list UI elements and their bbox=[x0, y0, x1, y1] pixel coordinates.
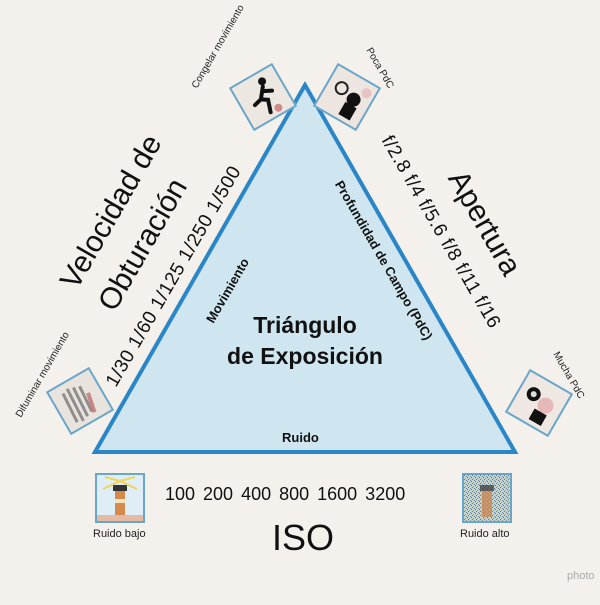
deep-dof-thumbnail bbox=[504, 368, 574, 438]
running-person-icon bbox=[231, 65, 295, 129]
blur-motion-thumbnail bbox=[45, 366, 115, 436]
center-title-line1: Triángulo bbox=[253, 312, 357, 338]
iso-title: ISO bbox=[272, 517, 335, 558]
side-label-noise: Ruido bbox=[282, 430, 319, 445]
high-noise-thumbnail bbox=[462, 473, 512, 523]
freeze-motion-thumbnail bbox=[228, 62, 298, 132]
low-noise-label: Ruido bajo bbox=[93, 528, 146, 540]
shallow-dof-icon bbox=[315, 65, 379, 129]
shallow-dof-thumbnail bbox=[312, 62, 382, 132]
center-title-line2: de Exposición bbox=[227, 343, 383, 369]
iso-scale: 100 200 400 800 1600 3200 bbox=[165, 484, 406, 504]
deep-dof-icon bbox=[507, 371, 571, 435]
high-noise-label: Ruido alto bbox=[460, 528, 510, 540]
blurred-figure-icon bbox=[48, 369, 112, 433]
noisy-lighthouse-icon bbox=[464, 475, 510, 521]
low-noise-thumbnail bbox=[95, 473, 145, 523]
center-title: Triángulo de Exposición bbox=[205, 310, 405, 372]
watermark: photo bbox=[567, 570, 595, 582]
exposure-triangle bbox=[91, 80, 519, 454]
lighthouse-icon bbox=[97, 475, 143, 521]
